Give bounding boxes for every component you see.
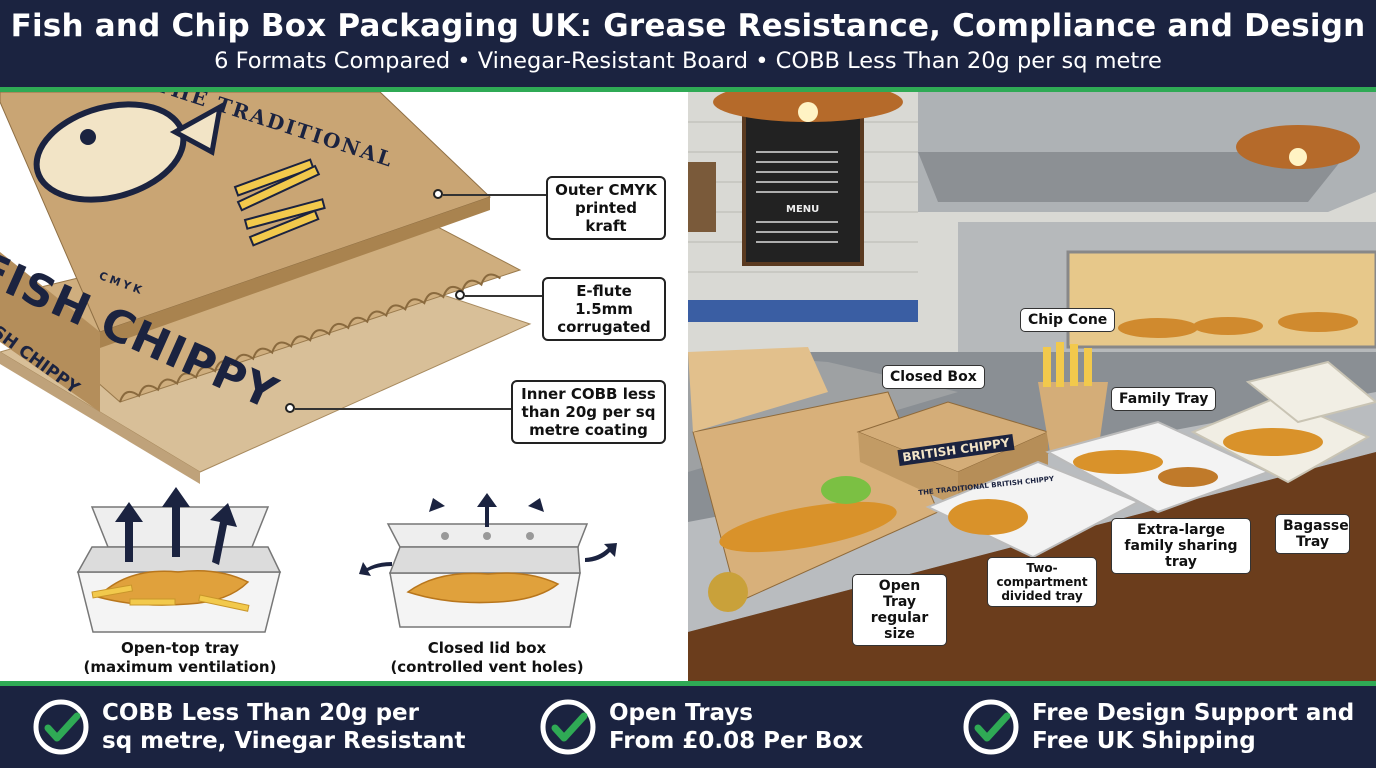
label-closed-box: Closed Box bbox=[882, 365, 985, 389]
check-circle-icon bbox=[963, 699, 1019, 755]
benefit-text: Free Design Support and Free UK Shipping bbox=[1032, 700, 1355, 754]
flute-layer-label: E-flute 1.5mm corrugated bbox=[542, 277, 666, 341]
label-chip-cone: Chip Cone bbox=[1020, 308, 1116, 332]
top-accent-band bbox=[0, 87, 1376, 92]
flute-layer-dot bbox=[455, 290, 465, 300]
menu-board-title: MENU bbox=[786, 204, 820, 215]
benefit-item: Free Design Support and Free UK Shipping bbox=[962, 696, 1354, 758]
bottom-accent-band bbox=[0, 681, 1376, 686]
outer-layer-label: Outer CMYK printed kraft bbox=[546, 176, 666, 240]
label-two-compartment-tray: Two-compartment divided tray bbox=[987, 557, 1097, 607]
header: Fish and Chip Box Packaging UK: Grease R… bbox=[0, 0, 1376, 88]
layer-diagram-panel: THE TRADITIONAL FISH CHIPPY SH CHIPPY CM… bbox=[0, 92, 688, 682]
check-circle-icon bbox=[540, 699, 596, 755]
open-tray-caption: Open-top tray (maximum ventilation) bbox=[83, 639, 277, 676]
page-title: Fish and Chip Box Packaging UK: Grease R… bbox=[10, 8, 1366, 44]
flute-layer-leader bbox=[465, 295, 542, 297]
outer-layer-leader bbox=[443, 194, 546, 196]
benefit-item: COBB Less Than 20g per sq metre, Vinegar… bbox=[32, 696, 465, 758]
inner-layer-label: Inner COBB less than 20g per sq metre co… bbox=[511, 380, 666, 444]
closed-box-caption: Closed lid box (controlled vent holes) bbox=[390, 639, 584, 676]
benefit-text: Open Trays From £0.08 Per Box bbox=[609, 700, 864, 754]
label-xl-family-tray: Extra-large family sharing tray bbox=[1111, 518, 1251, 574]
inner-layer-leader bbox=[295, 408, 511, 410]
label-bagasse-tray: Bagasse Tray bbox=[1275, 514, 1350, 554]
outer-layer-dot bbox=[433, 189, 443, 199]
benefit-item: Open Trays From £0.08 Per Box bbox=[539, 696, 863, 758]
footer-benefits: COBB Less Than 20g per sq metre, Vinegar… bbox=[0, 686, 1376, 768]
check-circle-icon bbox=[33, 699, 89, 755]
chip-shop-scene: MENU BRITISH CHIPPY THE TRADITIONAL BRIT… bbox=[688, 92, 1376, 682]
ventilation-diagrams bbox=[76, 487, 617, 633]
inner-layer-dot bbox=[285, 403, 295, 413]
box-layers-illustration bbox=[0, 92, 532, 484]
benefit-text: COBB Less Than 20g per sq metre, Vinegar… bbox=[102, 700, 466, 754]
page-subtitle: 6 Formats Compared • Vinegar-Resistant B… bbox=[214, 48, 1162, 74]
label-family-tray: Family Tray bbox=[1111, 387, 1217, 411]
label-open-tray: Open Tray regular size bbox=[852, 574, 947, 646]
